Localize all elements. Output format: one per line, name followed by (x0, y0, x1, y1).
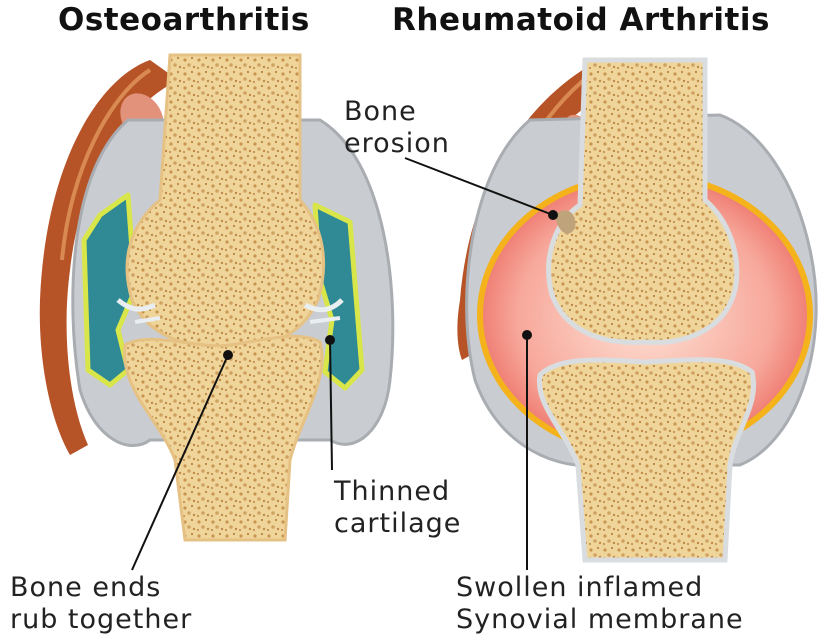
thinned-cartilage-line-2: cartilage (334, 508, 461, 540)
rheumatoid-joint (457, 60, 816, 560)
bone-erosion-label: Bone erosion (344, 96, 450, 160)
synovial-membrane-label: Swollen inflamed Synovial membrane (456, 572, 744, 636)
bone-ends-line-1: Bone ends (10, 572, 192, 604)
thinned-cartilage-label: Thinned cartilage (334, 476, 461, 540)
bone-erosion-line-1: Bone (344, 96, 450, 128)
osteoarthritis-joint (40, 55, 393, 540)
bone-ends-label: Bone ends rub together (10, 572, 192, 636)
bone-ends-line-2: rub together (10, 604, 192, 636)
bone-erosion-line-2: erosion (344, 128, 450, 160)
synovial-line-1: Swollen inflamed (456, 572, 744, 604)
thinned-cartilage-line-1: Thinned (334, 476, 461, 508)
synovial-line-2: Synovial membrane (456, 604, 744, 636)
